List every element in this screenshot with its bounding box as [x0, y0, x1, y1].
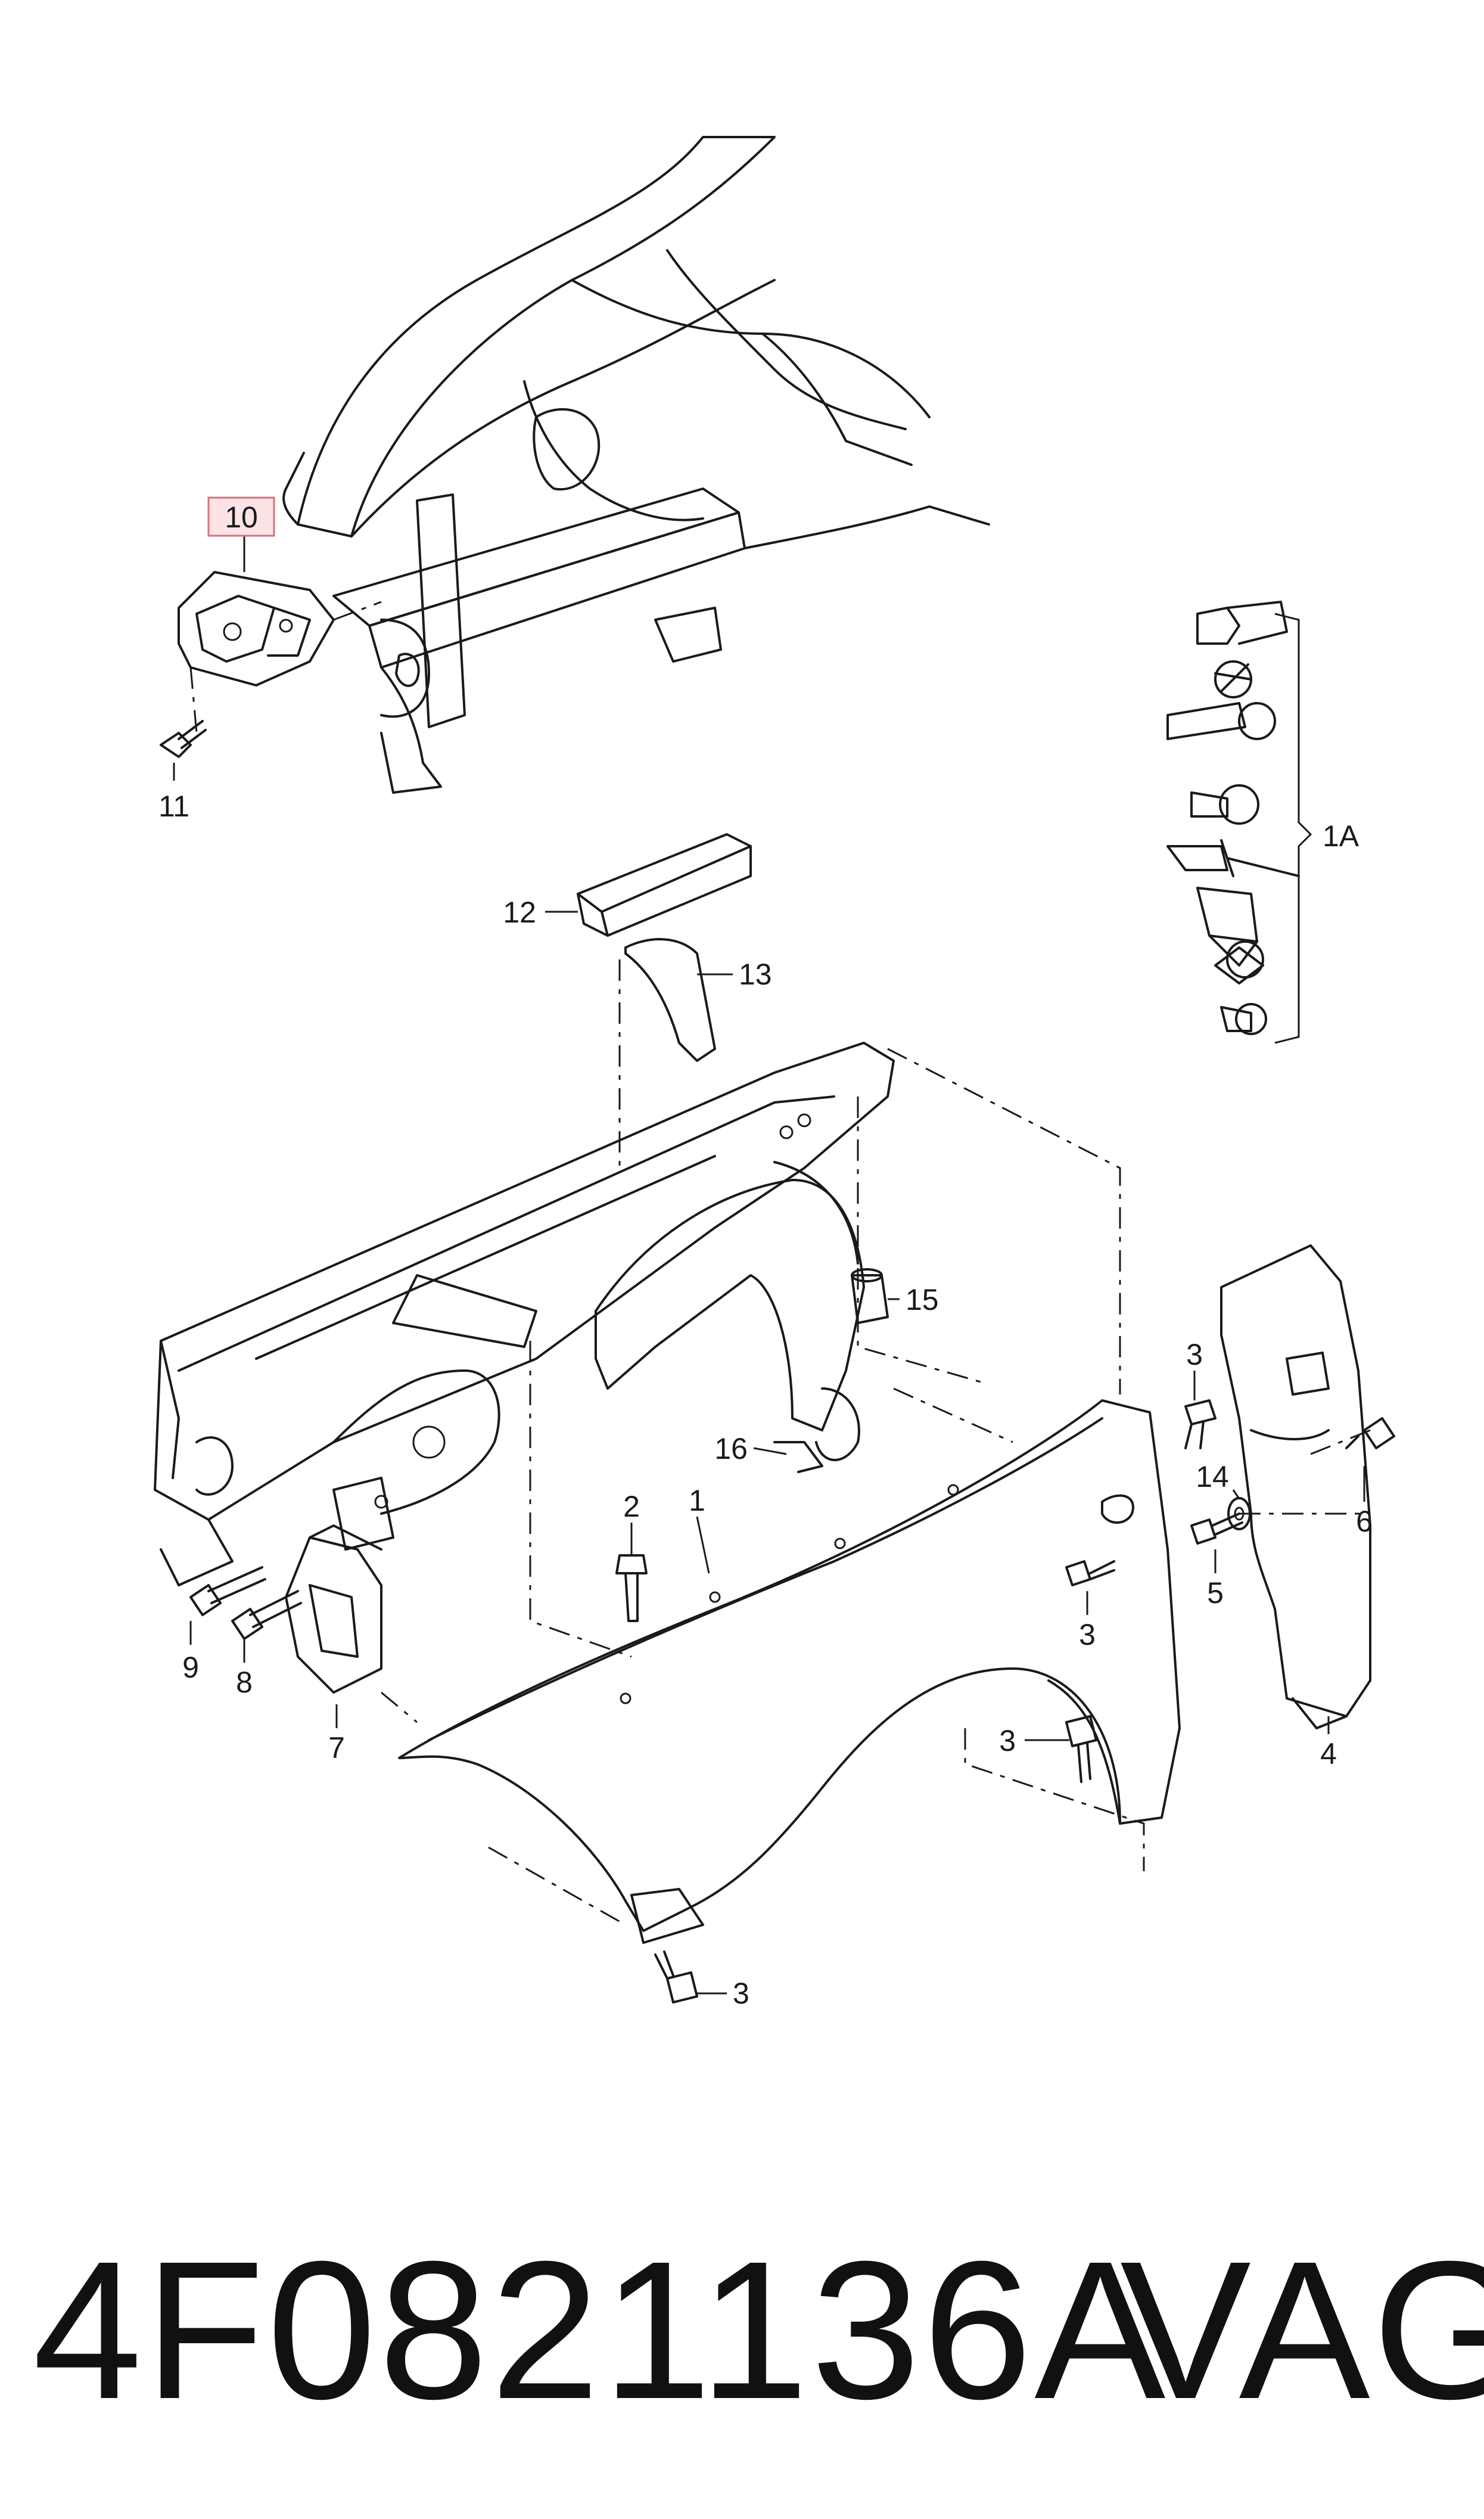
parts-diagram: 10 11 12 13 1A 15 16 3 14 6 2 1 9 8 7 5 … [154, 136, 1395, 2010]
callout-11: 11 [158, 790, 189, 823]
callout-10-highlight [207, 496, 275, 537]
callout-3-wheelarch: 3 [999, 1724, 1016, 1757]
callout-7: 7 [328, 1731, 345, 1765]
callout-13: 13 [739, 958, 772, 991]
clip-part-16 [773, 1441, 823, 1473]
callout-1A: 1A [1323, 819, 1359, 853]
bolt-part-8 [231, 1590, 302, 1640]
brand-label: VAG [1120, 2220, 1484, 2440]
pad-part-13 [624, 938, 716, 1062]
assembly-lines [381, 1048, 1371, 1926]
callout-16: 16 [714, 1432, 748, 1465]
callout-10: 10 [225, 501, 258, 534]
callout-12: 12 [503, 896, 536, 929]
upper-body-assembly [282, 136, 990, 794]
callout-5: 5 [1207, 1576, 1224, 1610]
callout-8: 8 [236, 1666, 253, 1699]
callout-15: 15 [906, 1283, 939, 1316]
inner-apron-assembly [154, 1042, 895, 1586]
bolt-part-11 [160, 720, 207, 758]
screw-part-3-wheelarch [1065, 1715, 1097, 1783]
screw-part-2 [615, 1554, 648, 1622]
callout-1: 1 [689, 1484, 705, 1517]
callout-3-lower: 3 [733, 1977, 749, 2010]
pad-part-12 [577, 833, 752, 937]
part-number: 4F0821136A [33, 2220, 1168, 2440]
callout-6: 6 [1356, 1505, 1373, 1538]
callout-4: 4 [1320, 1737, 1337, 1771]
screw-part-3-lower [654, 1950, 698, 2004]
bracket-part-7 [285, 1524, 382, 1694]
screw-part-3-middle [1065, 1560, 1115, 1586]
callout-14: 14 [1196, 1460, 1229, 1493]
bracket-part-4 [1220, 1244, 1371, 1729]
callout-leaders [173, 535, 1365, 1995]
callout-3-middle: 3 [1079, 1618, 1096, 1651]
callout-3-upper: 3 [1186, 1338, 1203, 1371]
bolt-part-9 [189, 1566, 266, 1616]
nut-part-15 [851, 1268, 889, 1324]
screw-part-3-upper [1184, 1399, 1217, 1449]
callout-9: 9 [182, 1651, 199, 1684]
bracket-part-10 [178, 571, 382, 734]
fastener-kit-1A [1166, 601, 1312, 1044]
fender-part-1 [398, 1399, 1181, 1944]
clip-part-6 [1345, 1417, 1395, 1449]
callout-2: 2 [623, 1490, 640, 1523]
